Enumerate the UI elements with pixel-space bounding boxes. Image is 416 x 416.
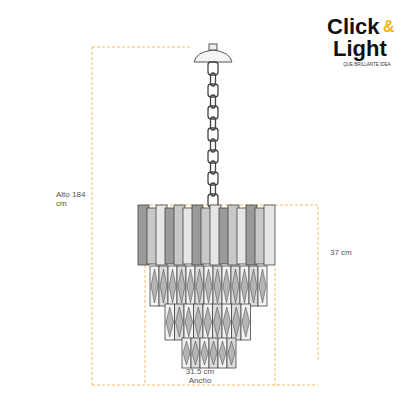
canopy [194, 44, 232, 62]
crystals [138, 205, 275, 368]
dimension-label: Alto 184 cm [56, 190, 90, 208]
logo-text: QUE BRILLANTE IDEA [332, 62, 402, 67]
height-top-line [92, 47, 190, 48]
crystal-tier [150, 266, 267, 306]
crystal-tier [165, 304, 251, 340]
crystal-plate [264, 205, 275, 265]
logo-text: Light [333, 36, 403, 61]
chain [208, 62, 218, 207]
box-line [145, 205, 318, 360]
logo-text: & [383, 18, 399, 36]
crystal-tier [182, 338, 236, 368]
height-line [92, 47, 93, 385]
dimension-label: 31.5 cm Ancho [180, 367, 220, 385]
dimension-label: 37 cm [330, 248, 370, 257]
width-right-line [275, 268, 276, 385]
dimension-lines [92, 47, 318, 385]
